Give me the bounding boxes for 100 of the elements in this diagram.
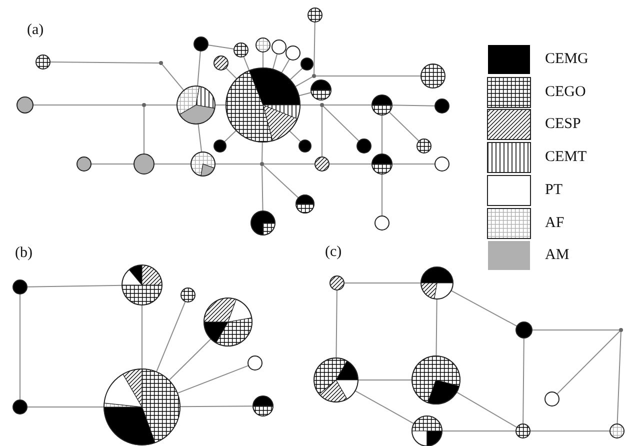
haplotype-pie-circle: [213, 139, 227, 153]
haplotype-pie-circle: [434, 98, 450, 114]
connector-line: [162, 64, 184, 91]
connector-line: [290, 68, 304, 80]
haplotype-pie-circle: [190, 151, 216, 177]
haplotype-pie-circle: [271, 39, 287, 55]
connector-line: [207, 44, 235, 50]
panel-label: (c): [325, 244, 342, 261]
haplotype-pie-circle: [203, 297, 253, 347]
haplotype-pie-circle: [374, 215, 390, 231]
haplotype-pie-circle: [247, 355, 263, 371]
connector-line: [456, 392, 518, 428]
connector-line: [616, 332, 622, 424]
haplotype-pie-circle: [310, 79, 332, 101]
haplotype-pie-circle: [12, 279, 28, 295]
connector-line: [314, 22, 316, 74]
haplotype-pie-circle: [176, 85, 216, 125]
connector-line: [336, 290, 338, 358]
haplotype-pie-circle: [416, 138, 432, 154]
haplotype-pie-circle: [307, 7, 323, 23]
haplotype-pie-circle: [76, 156, 92, 172]
connector-line: [243, 56, 250, 72]
panel-label: (a): [27, 22, 44, 39]
connector-line: [26, 284, 122, 288]
connector-line: [197, 50, 201, 87]
connector-line: [344, 282, 422, 284]
connector-line: [288, 130, 302, 142]
connector-line: [32, 104, 142, 106]
connector-line: [324, 104, 372, 106]
median-vector-dot: [312, 74, 316, 78]
median-vector-dot: [142, 103, 146, 107]
haplotype-pie-circle: [420, 266, 454, 300]
panel-label: (b): [15, 245, 32, 262]
haplotype-pie-circle: [225, 67, 301, 143]
connector-line: [322, 106, 360, 142]
connector-line: [298, 92, 312, 96]
haplotype-pie-circle: [515, 321, 533, 339]
connector-line: [294, 76, 313, 88]
connector-line: [262, 142, 263, 162]
connector-line: [176, 365, 249, 394]
haplotype-pie-circle: [255, 37, 271, 53]
haplotype-pie-circle: [434, 156, 450, 172]
haplotype-pie-circle: [213, 55, 229, 71]
connector-line: [556, 330, 620, 395]
haplotype-pie-circle: [371, 94, 393, 116]
legend-label: AM: [545, 247, 570, 264]
haplotype-pie-circle: [329, 275, 345, 291]
legend-label: AF: [545, 214, 564, 232]
connector-line: [354, 390, 414, 424]
haplotype-pie-circle: [609, 423, 625, 439]
haplotype-pie-circle: [16, 96, 34, 114]
haplotype-pie-circle: [180, 287, 196, 303]
legend-label: CEMG: [545, 51, 588, 68]
connector-line: [146, 104, 178, 106]
connector-line: [180, 406, 254, 408]
haplotype-pie-circle: [35, 54, 51, 70]
haplotype-pie-circle: [193, 36, 209, 52]
connector-line: [300, 104, 320, 106]
haplotype-pie-circle: [133, 153, 155, 175]
legend-label: CESP: [545, 116, 581, 134]
median-vector-dot: [159, 61, 163, 65]
connector-line: [214, 104, 226, 106]
connector-line: [262, 166, 264, 212]
haplotype-pie-circle: [295, 194, 315, 214]
connector-line: [388, 111, 420, 142]
haplotype-pie-circle: [420, 63, 446, 89]
haplotype-pie-circle: [250, 210, 276, 236]
haplotype-pie-circle: [544, 391, 560, 407]
connector-line: [168, 338, 212, 381]
connector-line: [224, 130, 237, 142]
haplotype-pie-circle: [300, 57, 314, 71]
connector-line: [50, 62, 160, 64]
haplotype-pie-circle: [298, 139, 312, 153]
connector-line: [156, 300, 186, 372]
connector-line: [262, 52, 264, 68]
haplotype-pie-circle: [313, 357, 359, 403]
haplotype-pie-circle: [12, 399, 28, 415]
connector-line: [450, 290, 518, 327]
median-vector-dot: [320, 103, 324, 107]
haplotype-pie-circle: [103, 368, 181, 446]
connector-line: [522, 338, 524, 424]
legend-label: PT: [545, 182, 563, 199]
legend-label: CEMT: [545, 149, 587, 166]
median-vector-dot: [260, 162, 264, 166]
connector-line: [272, 53, 278, 70]
connector-line: [530, 430, 610, 432]
haplotype-pie-circle: [121, 264, 163, 306]
haplotype-pie-circle: [285, 45, 301, 61]
connector-line: [436, 298, 438, 356]
connector-line: [262, 164, 299, 198]
connector-line: [198, 123, 202, 153]
haplotype-pie-circle: [314, 156, 330, 172]
legend-label: CEGO: [545, 84, 586, 101]
haplotype-pie-circle: [356, 138, 372, 154]
haplotype-pie-circle: [252, 395, 274, 417]
haplotype-pie-circle: [371, 153, 393, 175]
haplotype-pie-circle: [515, 423, 531, 439]
connector-line: [442, 430, 516, 432]
connector-line: [281, 58, 290, 74]
connector-line: [392, 104, 436, 106]
